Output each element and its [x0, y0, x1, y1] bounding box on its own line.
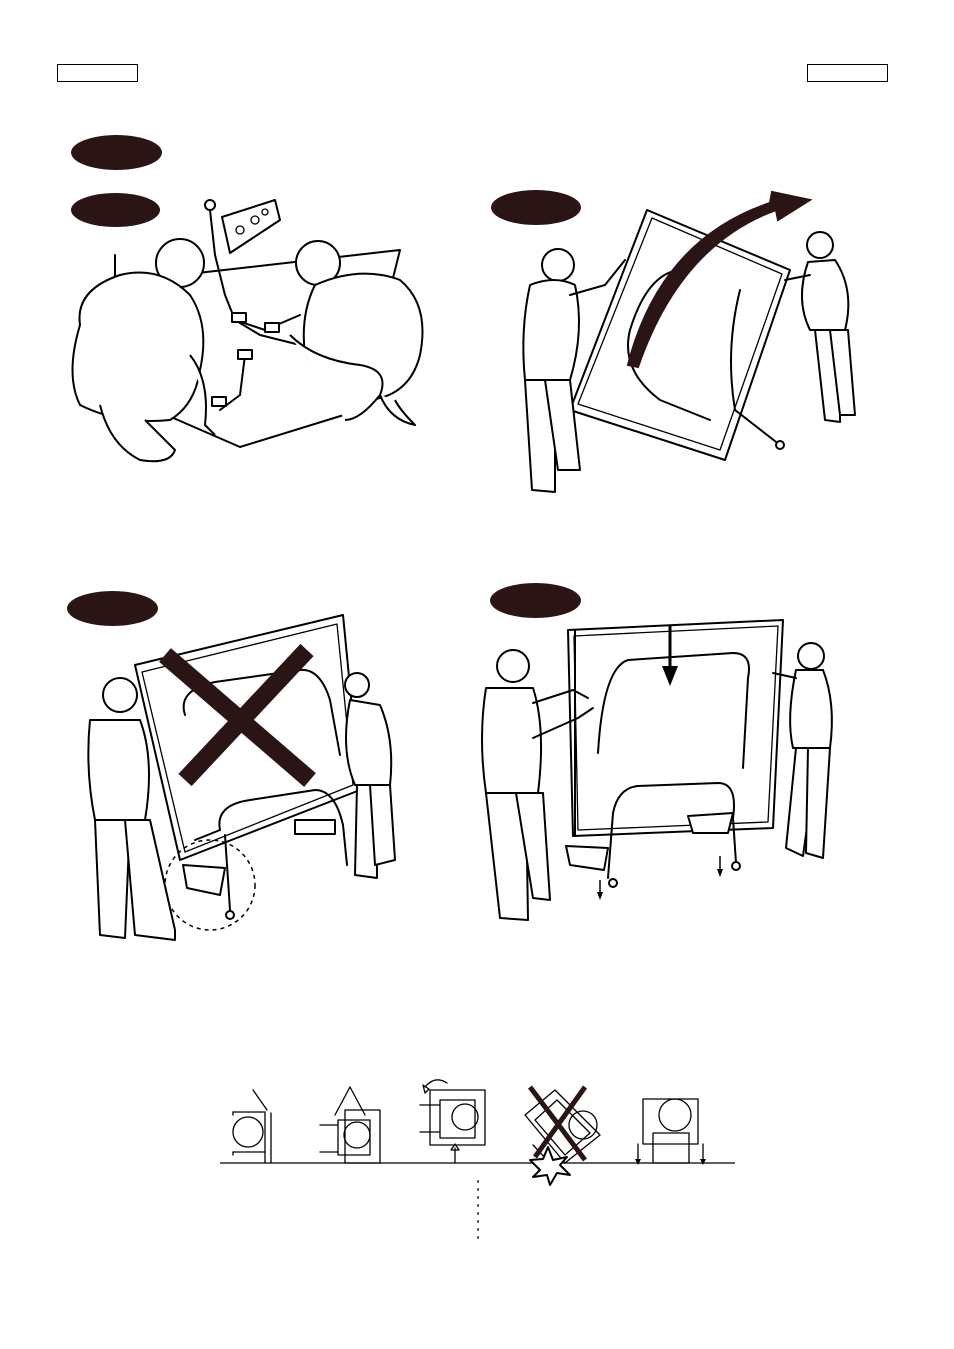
table-top-upright	[567, 619, 784, 837]
foot-plate-right	[687, 812, 734, 834]
curved-arrow-icon	[626, 190, 813, 369]
sequence-step-3	[419, 1079, 486, 1164]
folding-sequence-diagram	[215, 1075, 740, 1245]
illustration-assembly	[60, 195, 440, 475]
illustration-flip-table	[510, 170, 860, 505]
sequence-step-4-incorrect	[524, 1085, 601, 1186]
header-left-tag	[57, 64, 138, 82]
step-pill-a	[71, 135, 162, 170]
sequence-step-2	[319, 1086, 381, 1164]
illustration-correct-lower	[478, 608, 848, 938]
foot-plate	[182, 864, 226, 896]
sequence-step-1	[232, 1089, 272, 1164]
person-right-head	[806, 231, 834, 259]
tilted-table-top	[569, 209, 791, 461]
step-pill-b	[71, 193, 160, 227]
person-left-head	[541, 248, 575, 282]
cross-prohibited-icon	[159, 643, 316, 787]
foot-plate-left	[565, 845, 609, 871]
sequence-step-5	[635, 1098, 706, 1165]
impact-burst-icon	[529, 1146, 571, 1186]
step-pill-c	[491, 190, 581, 225]
down-arrow-icon	[597, 626, 723, 900]
step-pill-e	[490, 583, 581, 618]
dashed-circle-highlight-icon	[164, 839, 256, 931]
step-pill-d	[67, 591, 158, 626]
header-right-tag	[807, 64, 888, 82]
illustration-wrong-lift	[85, 610, 415, 955]
